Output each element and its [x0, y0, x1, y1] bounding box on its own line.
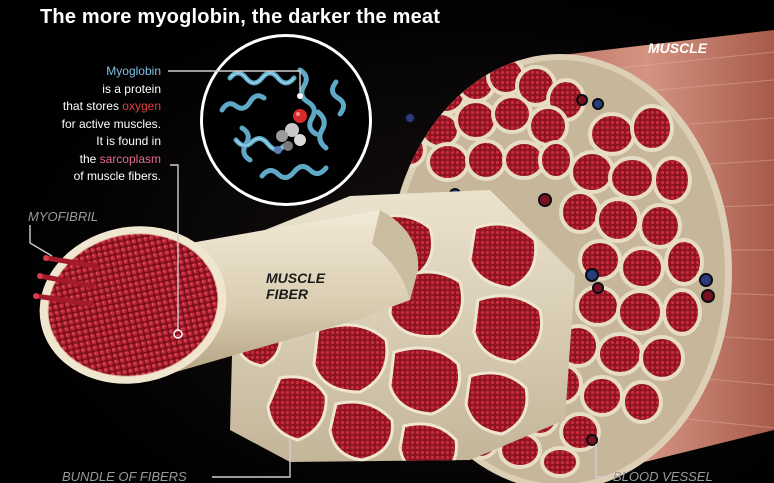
label-muscle-fiber: MUSCLE FIBER: [266, 270, 325, 302]
label-muscle-fiber-line2: FIBER: [266, 286, 325, 302]
desc-line5: It is found in: [0, 133, 161, 151]
label-muscle: MUSCLE: [648, 40, 707, 56]
page-title: The more myoglobin, the darker the meat: [40, 6, 440, 29]
label-myofibril: MYOFIBRIL: [28, 209, 98, 224]
label-muscle-fiber-line1: MUSCLE: [266, 270, 325, 286]
term-myoglobin: Myoglobin: [106, 64, 161, 78]
desc-line6-prefix: the: [80, 152, 100, 166]
myoglobin-description: Myoglobin is a protein that stores oxyge…: [0, 63, 161, 186]
desc-line7: of muscle fibers.: [0, 168, 161, 186]
myoglobin-marker: [297, 93, 303, 99]
desc-line2: is a protein: [0, 81, 161, 99]
term-oxygen: oxygen: [122, 99, 161, 113]
myoglobin-inset: [200, 34, 372, 206]
term-sarcoplasm: sarcoplasm: [100, 152, 161, 166]
desc-line3-prefix: that stores: [63, 99, 122, 113]
label-bundle-of-fibers: BUNDLE OF FIBERS: [62, 469, 187, 483]
desc-line4: for active muscles.: [0, 116, 161, 134]
label-blood-vessel: BLOOD VESSEL: [613, 469, 713, 483]
